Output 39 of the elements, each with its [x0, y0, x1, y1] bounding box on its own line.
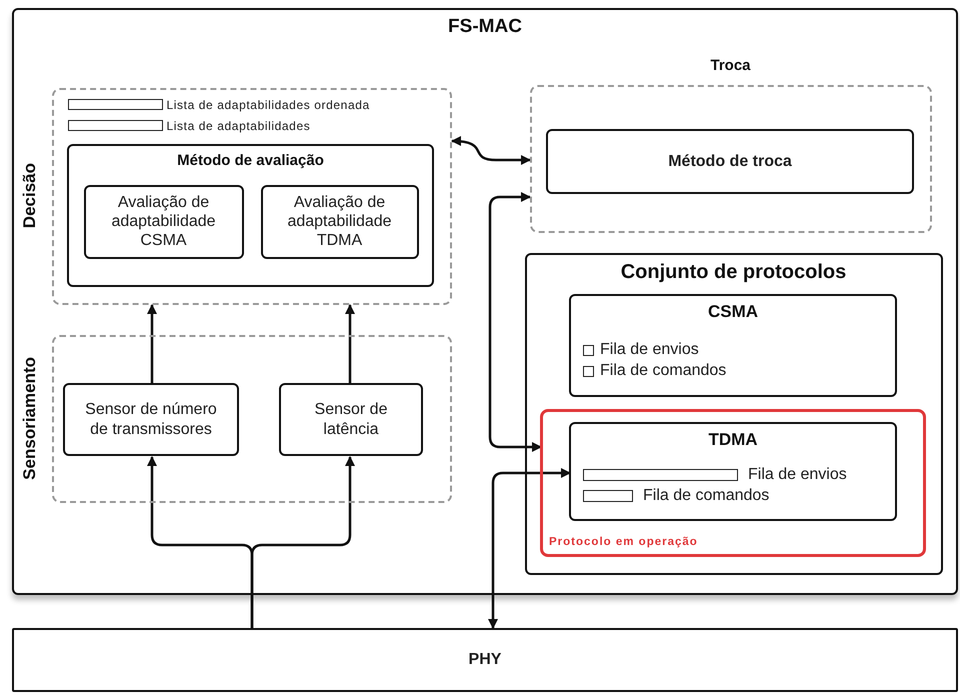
arrow [488, 192, 542, 452]
queue-label: Fila de envios [748, 466, 847, 484]
arrow [147, 304, 157, 384]
system-frame [12, 8, 958, 595]
box-heading: Método de avaliação [176, 152, 325, 169]
list-label: Lista de adaptabilidades [166, 118, 310, 132]
arrow [488, 468, 571, 629]
queue-label: Fila de comandos [643, 487, 770, 505]
arrow [250, 456, 355, 628]
process-box [569, 422, 897, 521]
box-label: Avaliação de adaptabilidade TDMA [286, 192, 393, 250]
box-heading: TDMA [707, 430, 759, 450]
group-heading: Troca [709, 56, 752, 74]
box-label: PHY [468, 650, 502, 670]
process-box [260, 184, 418, 258]
process-box [569, 294, 897, 397]
process-box [63, 383, 239, 456]
box-label: Sensor de latência [314, 400, 388, 439]
box-label: Sensor de número de transmissores [84, 400, 218, 439]
list-label: Lista de adaptabilidades ordenada [166, 98, 370, 112]
queue-label: Fila de comandos [600, 362, 726, 380]
highlight-frame [540, 409, 926, 557]
box-title: FS-MAC [447, 16, 523, 38]
process-box [524, 252, 942, 574]
section-label: Decisão [20, 163, 40, 229]
process-box [546, 129, 914, 194]
layer-bar [12, 628, 958, 692]
arrow [451, 136, 531, 165]
process-box [84, 184, 244, 258]
arrow [345, 304, 355, 384]
section-label: Sensoriamento [20, 357, 40, 480]
process-box [279, 383, 423, 456]
box-label: Avaliação de adaptabilidade CSMA [110, 192, 217, 250]
highlight-label: Protocolo em operação [549, 536, 698, 548]
queue-label: Fila de envios [600, 341, 699, 359]
box-title: Conjunto de protocolos [620, 260, 848, 284]
box-heading: CSMA [706, 302, 760, 322]
box-label: Método de troca [668, 152, 792, 172]
process-box [67, 144, 434, 287]
